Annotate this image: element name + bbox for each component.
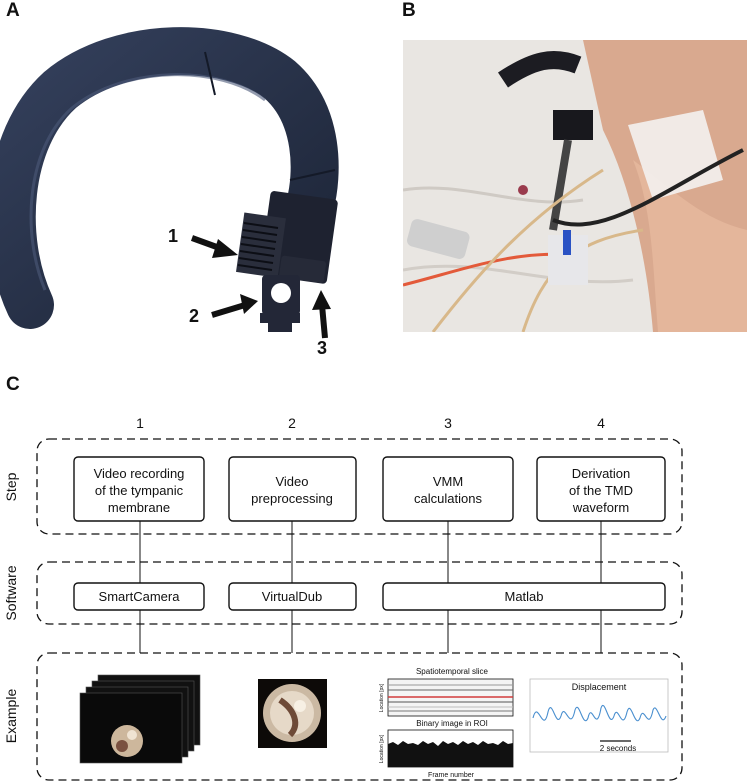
row-label-software: Software (3, 565, 19, 620)
step-number-3: 3 (444, 415, 452, 431)
step-number-2: 2 (288, 415, 296, 431)
step-3-line-2: calculations (414, 491, 482, 506)
binary-x-label: Frame number (428, 772, 475, 779)
callout-arrows (190, 235, 331, 339)
binary-y-label: Location [px] (379, 734, 385, 763)
step-box-2: Video preprocessing (228, 456, 357, 522)
binary-title: Binary image in ROI (416, 719, 488, 728)
example-row-container (36, 652, 683, 781)
step-3-line-1: VMM (433, 474, 463, 489)
software-box-smartcamera: SmartCamera (73, 582, 205, 611)
scale-bar-label: 2 seconds (600, 744, 636, 753)
step-1-line-3: membrane (108, 500, 170, 515)
step-box-3: VMM calculations (382, 456, 514, 522)
step-4-line-1: Derivation (572, 466, 631, 481)
software-row-container (36, 561, 683, 625)
step-number-4: 4 (597, 415, 605, 431)
step-2-line-1: Video (275, 474, 308, 489)
example-vmm-images: Spatiotemporal slice Location [px] Binar… (379, 667, 514, 779)
panel-b-patient-photo (403, 40, 747, 332)
panel-letter-a: A (6, 0, 20, 21)
panel-letter-c: C (6, 374, 20, 395)
step-4-line-2: of the TMD (569, 483, 633, 498)
callout-label-2: 2 (189, 306, 200, 326)
camera-holder (236, 191, 338, 332)
step-2-line-2: preprocessing (251, 491, 333, 506)
example-video-frames (79, 674, 201, 764)
step-row-container (36, 438, 683, 535)
step-1-line-1: Video recording (94, 466, 185, 481)
panel-c-workflow-diagram: 1 2 3 4 Step Software Example Video reco… (3, 415, 683, 781)
displacement-line (532, 704, 667, 722)
panel-letter-b: B (402, 0, 416, 21)
spatiotemporal-title: Spatiotemporal slice (416, 667, 489, 676)
example-preprocessed-frame (258, 679, 327, 748)
example-displacement-waveform: Displacement 2 seconds (529, 678, 669, 753)
software-label-smartcamera: SmartCamera (99, 589, 181, 604)
software-label-virtualdub: VirtualDub (262, 589, 322, 604)
step-box-4: Derivation of the TMD waveform (536, 456, 666, 522)
panel-a-headband-photo (0, 27, 339, 339)
callout-label-3: 3 (317, 338, 328, 358)
connector-lines (139, 521, 602, 653)
step-box-1: Video recording of the tympanic membrane (73, 456, 205, 522)
step-4-line-3: waveform (572, 500, 629, 515)
callout-label-1: 1 (168, 226, 179, 246)
spatiotemporal-y-label: Location [px] (379, 683, 385, 712)
row-label-example: Example (3, 689, 19, 744)
displacement-title: Displacement (572, 682, 627, 692)
software-box-virtualdub: VirtualDub (228, 582, 357, 611)
headband (0, 27, 339, 329)
step-1-line-2: of the tympanic (95, 483, 184, 498)
step-number-1: 1 (136, 415, 144, 431)
software-label-matlab: Matlab (504, 589, 543, 604)
software-box-matlab: Matlab (382, 582, 666, 611)
binary-image-fill (388, 741, 513, 767)
row-label-step: Step (3, 472, 19, 501)
